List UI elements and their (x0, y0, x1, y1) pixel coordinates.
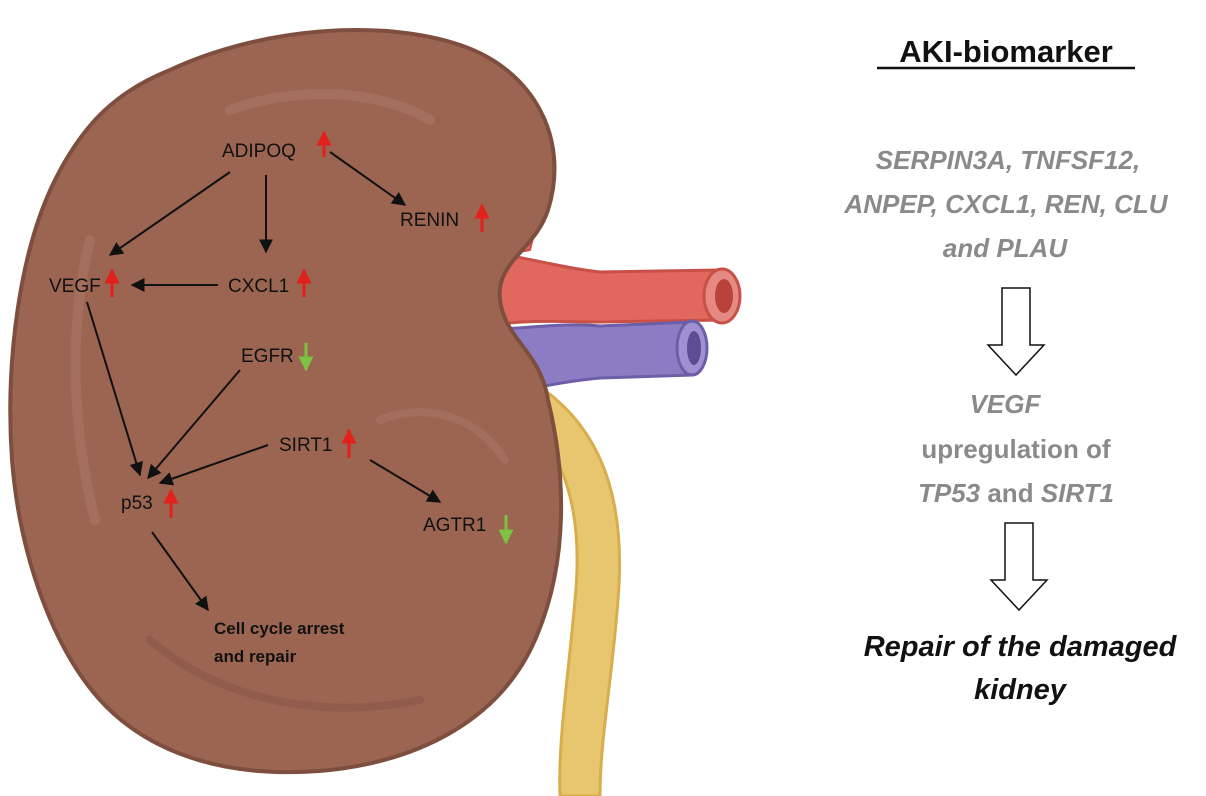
biomarker-list-line2: ANPEP, CXCL1, REN, CLU (843, 189, 1168, 219)
gene-sirt1: SIRT1 (1041, 478, 1114, 508)
gene-joiner: and (980, 478, 1041, 508)
node-cxcl1: CXCL1 (228, 276, 289, 297)
node-renin: RENIN (400, 210, 459, 231)
outcome-label-line1: Cell cycle arrest (214, 619, 345, 638)
node-p53: p53 (121, 493, 153, 514)
result-line2: kidney (974, 674, 1068, 706)
gene-tp53: TP53 (918, 478, 981, 508)
node-agtr1: AGTR1 (423, 515, 486, 536)
middle-line2: upregulation of (921, 434, 1111, 464)
node-adipoq: ADIPOQ (222, 141, 296, 162)
panel-title: AKI-biomarker (899, 34, 1113, 69)
summary-panel: AKI-biomarker SERPIN3A, TNFSF12, ANPEP, … (843, 34, 1177, 706)
biomarker-list-line3: and PLAU (943, 233, 1068, 263)
middle-line1: VEGF (970, 389, 1042, 419)
node-sirt1: SIRT1 (279, 435, 333, 456)
down-block-arrow-icon (988, 288, 1044, 375)
kidney-illustration (10, 30, 740, 796)
node-vegf: VEGF (49, 276, 101, 297)
biomarker-list-line1: SERPIN3A, TNFSF12, (876, 145, 1140, 175)
result-line1: Repair of the damaged (864, 631, 1178, 663)
middle-line3: TP53 and SIRT1 (918, 478, 1114, 508)
node-egfr: EGFR (241, 346, 294, 367)
outcome-label-line2: and repair (214, 647, 297, 666)
down-block-arrow-icon (991, 523, 1047, 610)
